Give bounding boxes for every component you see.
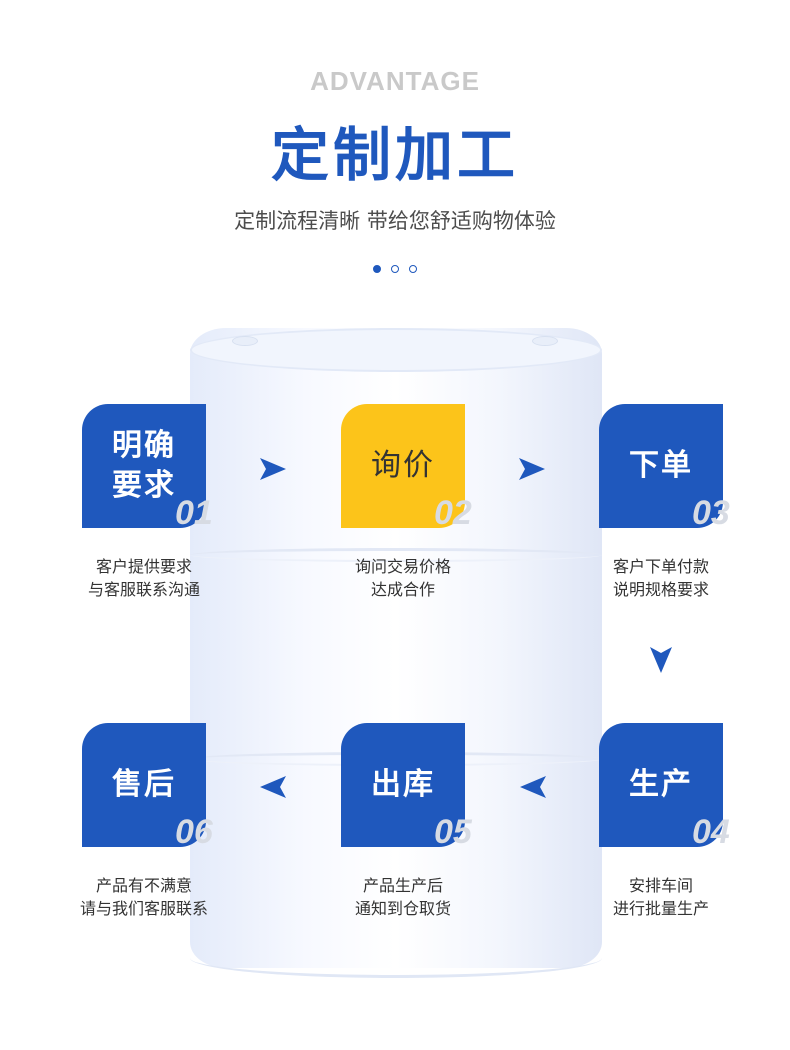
step-desc-line1: 客户提供要求: [95, 557, 192, 576]
carousel-dot-2[interactable]: [391, 265, 399, 273]
barrel-rib-upper: [190, 548, 602, 562]
step-desc-line1: 安排车间: [628, 876, 693, 895]
step-desc-line1: 客户下单付款: [612, 557, 709, 576]
page-subtitle: 定制流程清晰 带给您舒适购物体验: [234, 209, 556, 233]
step-desc-line1: 产品有不满意: [95, 876, 192, 895]
step-description: 询问交易价格 达成合作: [303, 555, 503, 601]
step-card-label: 生产: [629, 767, 693, 802]
step-card-label: 出库: [371, 767, 435, 802]
step-card-production[interactable]: 生产: [599, 723, 723, 847]
step-desc-line2: 进行批量生产: [612, 899, 709, 918]
step-card-order[interactable]: 下单: [599, 404, 723, 528]
step-desc-line1: 产品生产后: [362, 876, 443, 895]
step-description: 产品有不满意 请与我们客服联系: [44, 874, 244, 920]
step-card-delivery[interactable]: 出库: [341, 723, 465, 847]
step-description: 客户提供要求 与客服联系沟通: [44, 555, 244, 601]
step-label-line2: 要求: [112, 468, 176, 503]
arrow-right-icon: [519, 458, 545, 480]
arrow-right-icon: [260, 458, 286, 480]
step-desc-line2: 请与我们客服联系: [79, 899, 208, 918]
step-desc-line1: 询问交易价格: [354, 557, 451, 576]
arrow-down-icon: [650, 647, 672, 673]
barrel-bottom: [190, 938, 602, 978]
kicker-text: ADVANTAGE: [310, 66, 480, 96]
step-number: 03: [692, 494, 730, 532]
step-card-label: 询价: [371, 448, 435, 483]
barrel-cap-left: [232, 336, 258, 346]
step-number: 04: [692, 813, 730, 851]
carousel-dot-3[interactable]: [409, 265, 417, 273]
step-description: 客户下单付款 说明规格要求: [561, 555, 761, 601]
arrow-left-icon: [260, 776, 286, 798]
page-title: 定制加工: [270, 121, 519, 189]
step-card-label: 明确 要求: [112, 426, 176, 506]
carousel-dots: [0, 258, 790, 277]
step-desc-line2: 通知到仓取货: [354, 899, 451, 918]
step-card-after-sales[interactable]: 售后: [82, 723, 206, 847]
step-label-line1: 明确: [112, 428, 176, 463]
barrel-top: [190, 328, 602, 372]
step-desc-line2: 说明规格要求: [612, 580, 709, 599]
step-desc-line2: 达成合作: [370, 580, 435, 599]
step-card-label: 下单: [629, 448, 693, 483]
step-card-label: 售后: [112, 767, 176, 802]
step-desc-line2: 与客服联系沟通: [87, 580, 200, 599]
step-card-requirements[interactable]: 明确 要求: [82, 404, 206, 528]
arrow-left-icon: [520, 776, 546, 798]
step-number: 02: [434, 494, 472, 532]
step-description: 产品生产后 通知到仓取货: [303, 874, 503, 920]
step-number: 05: [434, 813, 472, 851]
carousel-dot-1[interactable]: [373, 265, 381, 273]
step-card-inquiry[interactable]: 询价: [341, 404, 465, 528]
step-number: 01: [175, 494, 213, 532]
step-number: 06: [175, 813, 213, 851]
step-description: 安排车间 进行批量生产: [561, 874, 761, 920]
barrel-cap-right: [532, 336, 558, 346]
